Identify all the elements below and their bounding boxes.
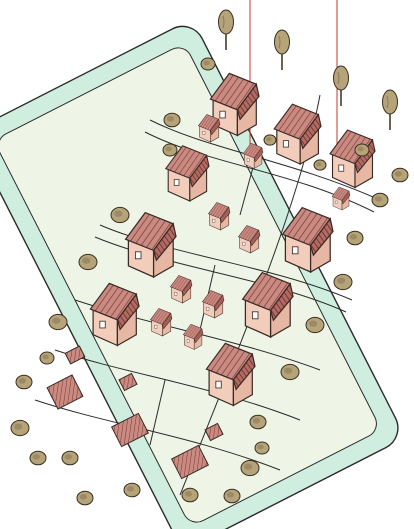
tree-icon bbox=[164, 113, 180, 127]
tree-icon bbox=[219, 10, 234, 50]
tree-icon bbox=[264, 135, 276, 145]
tree-icon bbox=[306, 317, 324, 332]
tree-icon bbox=[392, 168, 408, 182]
house-icon bbox=[274, 104, 321, 164]
tree-icon bbox=[11, 420, 29, 435]
tree-icon bbox=[281, 364, 299, 379]
tree-icon bbox=[30, 451, 46, 465]
tree-icon bbox=[314, 160, 326, 170]
tree-icon bbox=[163, 144, 177, 156]
tree-icon bbox=[201, 58, 215, 70]
tree-icon bbox=[182, 488, 198, 502]
tree-icon bbox=[383, 90, 398, 130]
tree-icon bbox=[62, 451, 78, 465]
tree-icon bbox=[224, 489, 240, 503]
tree-icon bbox=[255, 442, 269, 454]
tree-icon bbox=[334, 274, 352, 289]
tree-icon bbox=[372, 193, 388, 207]
tree-icon bbox=[16, 375, 32, 389]
flat-roof-house-icon bbox=[47, 375, 83, 409]
tree-icon bbox=[77, 491, 93, 505]
house-icon bbox=[332, 187, 350, 210]
tree-icon bbox=[334, 66, 349, 106]
tree-icon bbox=[40, 352, 54, 364]
tree-icon bbox=[250, 415, 266, 429]
block-outline bbox=[0, 19, 405, 529]
tree-icon bbox=[111, 207, 129, 222]
tree-icon bbox=[347, 231, 363, 245]
tree-icon bbox=[241, 460, 259, 475]
tree-icon bbox=[355, 144, 369, 156]
tree-icon bbox=[275, 30, 290, 70]
tree-icon bbox=[49, 314, 67, 329]
tree-icon bbox=[79, 254, 97, 269]
tree-icon bbox=[124, 483, 140, 497]
